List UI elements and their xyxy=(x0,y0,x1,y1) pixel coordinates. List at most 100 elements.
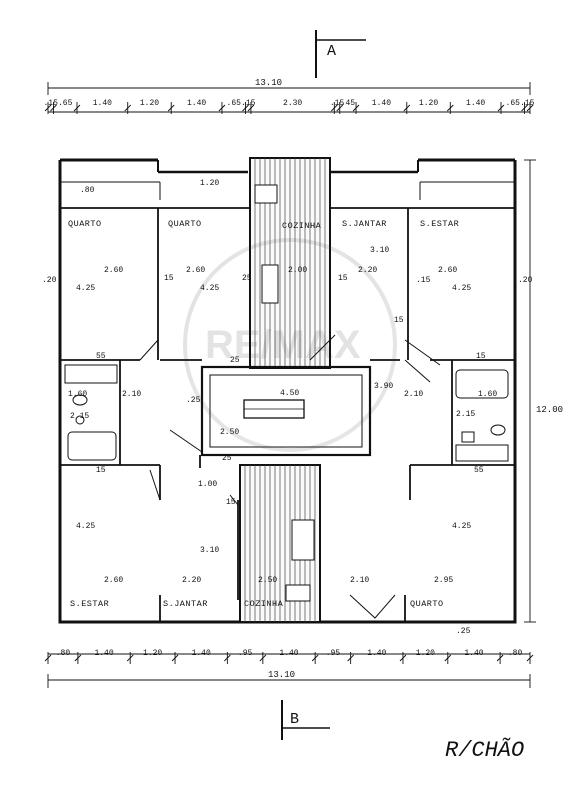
room-s-jantar-lower: S.JANTAR xyxy=(163,599,208,609)
dim-w25-d: .25 xyxy=(186,396,201,405)
dim-top-mid: 1.20 xyxy=(200,179,219,188)
dim-b55-l: 55 xyxy=(96,352,106,361)
bottom-dim-1: 1.40 xyxy=(94,649,113,658)
dim-d-sj: 3.10 xyxy=(370,246,389,255)
section-marker-a: A xyxy=(315,30,366,78)
dim-w-q2: 2.60 xyxy=(186,266,205,275)
door-swings xyxy=(139,334,441,619)
dim-hall-l: 2.10 xyxy=(122,390,141,399)
overall-depth: 12.00 xyxy=(536,405,563,415)
top-overall-dimension xyxy=(47,82,531,95)
right-bathroom xyxy=(455,369,509,462)
dim-w-coz: 2.00 xyxy=(288,266,307,275)
top-dim-9: .45 xyxy=(341,99,356,108)
bottom-dim-2: 1.20 xyxy=(143,649,162,658)
top-dim-6: .15 xyxy=(241,99,256,108)
watermark-text: RE/MAX xyxy=(205,323,361,367)
dim-w25-b: 25 xyxy=(230,356,240,365)
floor-label: R/CHÃO xyxy=(445,737,524,763)
dim-c100: 1.00 xyxy=(198,480,217,489)
room-s-estar-upper: S.ESTAR xyxy=(420,219,459,229)
top-dim-14: .15 xyxy=(520,99,535,108)
dim-b15-r: 15 xyxy=(476,352,486,361)
dim-d-q2: 4.25 xyxy=(200,284,219,293)
dim-w15-d: 15 xyxy=(394,316,404,325)
dim-lower-se-w: 2.60 xyxy=(104,576,123,585)
dim-w25-c: 25 xyxy=(222,454,232,463)
dim-lower-coz-w: 2.50 xyxy=(258,576,277,585)
left-bathroom xyxy=(64,364,118,461)
dim-w15-b: 15 xyxy=(338,274,348,283)
top-dim-4: 1.40 xyxy=(187,99,206,108)
dim-stair-w: 4.50 xyxy=(280,389,299,398)
dim-bath-l-w: 1.60 xyxy=(68,390,87,399)
dim-d-q1: 4.25 xyxy=(76,284,95,293)
dim-d-se: 4.25 xyxy=(452,284,471,293)
top-dim-7: 2.30 xyxy=(283,99,302,108)
dim-bath-r-d: 2.15 xyxy=(456,410,475,419)
dim-wall-l: .20 xyxy=(42,276,57,285)
dim-lower-sj-w: 2.20 xyxy=(182,576,201,585)
dim-hall-r: 2.10 xyxy=(404,390,423,399)
room-quarto-left: QUARTO xyxy=(68,219,102,229)
bottom-dim-0: .80 xyxy=(56,649,71,658)
section-marker-b: B xyxy=(281,700,330,740)
top-dim-5: .65 xyxy=(227,99,242,108)
dim-w-q1: 2.60 xyxy=(104,266,123,275)
bottom-dim-7: 1.40 xyxy=(367,649,386,658)
remax-watermark: RE/MAX xyxy=(183,238,397,452)
bottom-dim-5: 1.40 xyxy=(279,649,298,658)
dim-w15-a: 15 xyxy=(164,274,174,283)
top-dim-1: .65 xyxy=(58,99,73,108)
room-quarto-lower: QUARTO xyxy=(410,599,444,609)
dim-b25: .25 xyxy=(456,627,471,636)
dim-lower-sj-d: 3.10 xyxy=(200,546,219,555)
room-quarto-mid: QUARTO xyxy=(168,219,202,229)
dim-w15-c: .15 xyxy=(416,276,431,285)
dim-bath-r-w: 1.60 xyxy=(478,390,497,399)
top-dim-2: 1.40 xyxy=(93,99,112,108)
bottom-dim-10: .80 xyxy=(508,649,523,658)
top-dim-8: .15 xyxy=(330,99,345,108)
bottom-dim-3: 1.40 xyxy=(192,649,211,658)
dim-lower-coz2-w: 2.10 xyxy=(350,576,369,585)
section-b-label: B xyxy=(290,711,299,728)
top-dim-13: .65 xyxy=(506,99,521,108)
top-dim-11: 1.20 xyxy=(419,99,438,108)
dim-b15-l: 15 xyxy=(96,466,106,475)
bottom-dim-4: .95 xyxy=(238,649,253,658)
room-s-jantar-upper: S.JANTAR xyxy=(342,219,387,229)
dim-w25-a: 25 xyxy=(242,274,252,283)
section-a-label: A xyxy=(327,43,336,60)
dim-top-left: .80 xyxy=(80,186,95,195)
overall-width-top: 13.10 xyxy=(255,78,282,88)
dim-lower-q-w: 2.95 xyxy=(434,576,453,585)
dim-w-sj: 2.20 xyxy=(358,266,377,275)
room-cozinha-upper: COZINHA xyxy=(282,221,322,231)
bottom-dimension-chain: .80 1.40 1.20 1.40 .95 1.40 .95 1.40 1.20 1.40 .80 xyxy=(44,649,534,664)
dim-c15: 15 xyxy=(226,498,236,507)
bottom-overall-dimension xyxy=(47,674,531,688)
bottom-dim-9: 1.40 xyxy=(464,649,483,658)
bottom-dim-6: .95 xyxy=(326,649,341,658)
top-dim-12: 1.40 xyxy=(466,99,485,108)
stair-core xyxy=(200,365,372,457)
kitchen-counters xyxy=(254,184,315,602)
dim-w-se: 2.60 xyxy=(438,266,457,275)
room-cozinha-lower: COZINHA xyxy=(244,599,284,609)
dim-stair-d: 3.90 xyxy=(374,382,393,391)
dim-stair-l: 2.50 xyxy=(220,428,239,437)
top-dim-3: 1.20 xyxy=(140,99,159,108)
overall-width-bottom: 13.10 xyxy=(268,670,295,680)
room-s-estar-lower: S.ESTAR xyxy=(70,599,109,609)
dim-lower-q-d: 4.25 xyxy=(452,522,471,531)
top-dim-0: .15 xyxy=(44,99,59,108)
top-dim-10: 1.40 xyxy=(372,99,391,108)
interior-walls xyxy=(60,207,515,622)
dim-bath-l-d: 2.15 xyxy=(70,412,89,421)
right-overall-dimension xyxy=(524,159,536,623)
bottom-dim-8: 1.20 xyxy=(416,649,435,658)
dim-wall-r: .20 xyxy=(518,276,533,285)
